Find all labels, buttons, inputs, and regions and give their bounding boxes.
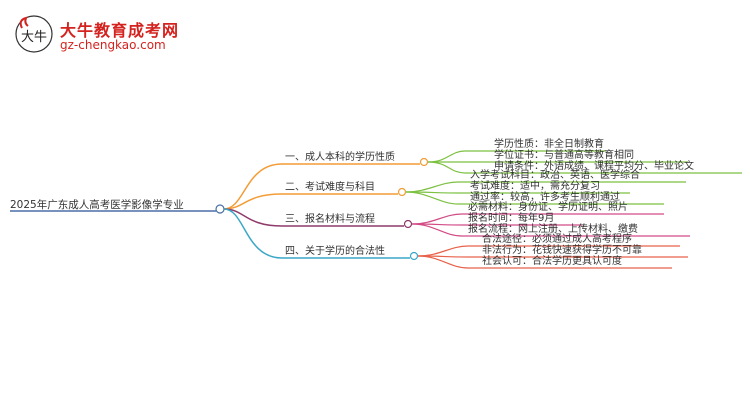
leaf-1-2: 学位证书：与普通高等教育相同	[494, 150, 634, 161]
leaf-2-1: 入学考试科目：政治、英语、医学综合	[470, 170, 640, 181]
leaf-2-3: 通过率：较高，许多考生顺利通过	[470, 192, 620, 203]
leaf-4-2: 非法行为：花钱快速获得学历不可靠	[482, 245, 642, 256]
leaf-1-3: 申请条件：外语成绩、课程平均分、毕业论文	[494, 161, 694, 172]
bull-logo-icon: 大牛	[15, 15, 53, 53]
branch-1-label: 一、成人本科的学历性质	[285, 152, 395, 163]
site-name: 大牛教育成考网	[60, 21, 180, 40]
root-node	[215, 204, 225, 214]
branch-4-node	[409, 251, 419, 261]
branch-4-label: 四、关于学历的合法性	[285, 246, 385, 257]
leaf-3-2: 报名时间：每年9月	[468, 213, 555, 224]
leaf-1-1: 学历性质：非全日制教育	[494, 139, 604, 150]
site-logo[interactable]: 大牛 大牛教育成考网 gz-chengkao.com	[14, 14, 234, 58]
leaf-3-3: 报名流程：网上注册、上传材料、缴费	[468, 224, 638, 235]
leaf-4-1: 合法途径：必须通过成人高考程序	[482, 234, 632, 245]
leaf-4-3: 社会认可：合法学历更具认可度	[482, 256, 622, 267]
connector-branch-1	[223, 163, 283, 210]
branch-2-label: 二、考试难度与科目	[285, 182, 375, 193]
connector-branch-2	[223, 193, 283, 210]
svg-text:大牛: 大牛	[21, 30, 47, 45]
branch-1-node	[419, 157, 429, 167]
branch-2-node	[397, 187, 407, 197]
leaf-2-2: 考试难度：适中，需充分复习	[470, 181, 600, 192]
site-url: gz-chengkao.com	[60, 38, 166, 52]
connector-branch-4	[223, 208, 283, 259]
root-topic: 2025年广东成人高考医学影像学专业	[10, 199, 184, 211]
branch-3-node	[403, 219, 413, 229]
leaf-3-1: 必需材料：身份证、学历证明、照片	[468, 202, 628, 213]
branch-3-label: 三、报名材料与流程	[285, 214, 375, 225]
